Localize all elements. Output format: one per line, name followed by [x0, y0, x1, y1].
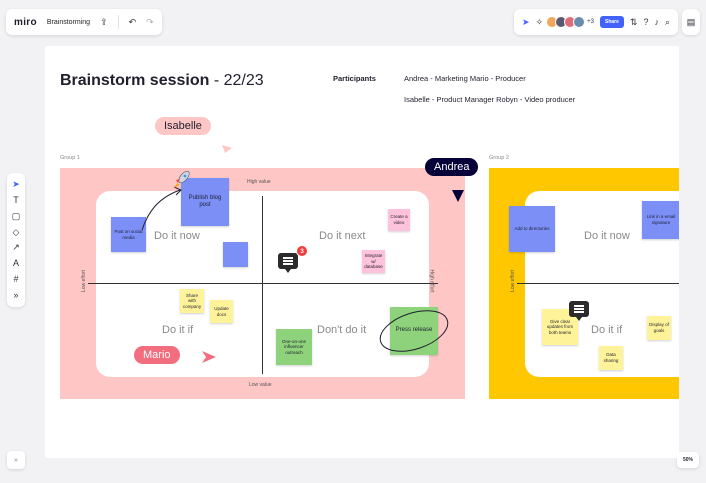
group-1-label: Group 1: [60, 155, 80, 161]
expand-panel-icon[interactable]: »: [7, 451, 25, 469]
export-icon[interactable]: ⇪: [100, 16, 108, 27]
axis-label-high-effort: High effort: [428, 269, 435, 293]
group-1-frame[interactable]: High value Low value Low effort High eff…: [60, 168, 465, 399]
sticky-note[interactable]: Display of goals: [647, 316, 671, 340]
divider: [117, 15, 119, 29]
hand-drawn-ellipse[interactable]: [376, 302, 452, 360]
hand-drawn-arrow[interactable]: [138, 182, 188, 234]
more-collaborators-count[interactable]: +3: [587, 19, 594, 25]
top-right-toolbar: ➤ ✧ +3 Share ⇅ ? ♪ ⌕: [514, 9, 678, 35]
select-tool-icon[interactable]: ➤: [12, 179, 20, 190]
settings-sliders-icon[interactable]: ⇅: [629, 16, 638, 27]
quadrant-do-it-now: Do it now: [154, 230, 200, 242]
sticky-note[interactable]: Add to directories: [509, 206, 555, 252]
sticky-note[interactable]: Publish blog post: [181, 178, 229, 226]
sticky-note-tool-icon[interactable]: ▢: [11, 210, 21, 221]
frame-tool-icon[interactable]: #: [13, 273, 19, 284]
search-icon[interactable]: ⌕: [664, 16, 670, 27]
participants-line-2: Isabelle - Product Manager Robyn - Video…: [404, 95, 576, 104]
andrea-cursor-pointer-icon: [452, 190, 464, 202]
sticky-note[interactable]: Create a video: [388, 209, 410, 231]
zoom-level[interactable]: 50%: [677, 452, 699, 468]
miro-logo[interactable]: miro: [14, 16, 37, 28]
board-canvas[interactable]: Brainstorm session - 22/23 Participants …: [45, 46, 679, 458]
sticky-note[interactable]: One-on-one influencer outreach: [276, 329, 312, 365]
mario-cursor-pointer-icon: [202, 351, 216, 363]
isabelle-cursor-pointer-icon: [222, 145, 232, 153]
sticky-note[interactable]: Data sharing: [599, 346, 623, 370]
line-tool-icon[interactable]: ↗: [12, 242, 20, 253]
cursor-tag-andrea: Andrea: [425, 158, 479, 176]
undo-icon[interactable]: ↶: [128, 16, 137, 27]
group-2-label: Group 2: [489, 155, 509, 161]
left-toolbar: ➤ T ▢ ◇ ↗ A # »: [7, 173, 25, 307]
cursor-tag-isabelle: Isabelle: [155, 117, 211, 135]
axis-label-low-value: Low value: [249, 382, 272, 388]
top-left-toolbar: miro Brainstorming ⇪ ↶ ↷: [6, 9, 162, 35]
sticky-note[interactable]: Link in a email signature: [642, 201, 679, 239]
more-tools-icon[interactable]: »: [13, 289, 19, 300]
comment-count-badge[interactable]: 3: [296, 245, 308, 257]
rocket-icon: [174, 170, 190, 188]
axis-label-low-effort: Low effort: [509, 270, 516, 292]
axis-label-high-value: High value: [247, 179, 271, 185]
comment-bubble-icon[interactable]: [278, 253, 298, 273]
quadrant-do-it-now: Do it now: [584, 230, 630, 242]
pen-tool-icon[interactable]: A: [12, 258, 19, 269]
text-tool-icon[interactable]: T: [13, 195, 19, 206]
notes-panel-icon[interactable]: ▤: [682, 9, 700, 35]
avatar[interactable]: [573, 16, 586, 28]
horizontal-axis: [517, 283, 679, 284]
shapes-tool-icon[interactable]: ◇: [12, 226, 20, 237]
quadrant-do-it-if: Do it if: [591, 324, 623, 336]
cursor-select-icon[interactable]: ➤: [522, 16, 530, 27]
collaborator-avatars[interactable]: +3: [546, 16, 594, 28]
share-button[interactable]: Share: [599, 16, 624, 28]
group-2-frame[interactable]: Low effort Do it now Do it if Add to dir…: [489, 168, 679, 399]
sticky-note[interactable]: Press release: [390, 307, 438, 355]
sticky-note[interactable]: Integrate w/ database: [362, 250, 385, 273]
help-icon[interactable]: ?: [643, 17, 649, 27]
participants-line-1: Andrea - Marketing Mario - Producer: [404, 74, 526, 83]
horizontal-axis: [88, 283, 438, 284]
sticky-note[interactable]: Share with company: [180, 289, 204, 313]
notifications-bell-icon[interactable]: ♪: [654, 17, 659, 27]
sticky-note[interactable]: Post on social media: [111, 217, 146, 252]
cursor-tag-mario: Mario: [134, 346, 180, 364]
sticky-note[interactable]: [223, 242, 248, 267]
redo-icon[interactable]: ↷: [146, 16, 154, 27]
quadrant-dont-do-it: Don't do it: [317, 324, 367, 336]
axis-label-low-effort: Low effort: [80, 270, 87, 292]
page-title: Brainstorm session - 22/23: [60, 72, 264, 89]
quadrant-do-it-next: Do it next: [319, 230, 366, 242]
participants-label: Participants: [333, 74, 376, 83]
comment-bubble-icon[interactable]: [569, 301, 589, 321]
sticky-note[interactable]: Update docs: [210, 300, 233, 323]
vertical-axis: [262, 196, 263, 374]
celebrate-icon[interactable]: ✧: [535, 16, 544, 27]
board-name[interactable]: Brainstorming: [46, 18, 91, 26]
quadrant-do-it-if: Do it if: [162, 324, 194, 336]
